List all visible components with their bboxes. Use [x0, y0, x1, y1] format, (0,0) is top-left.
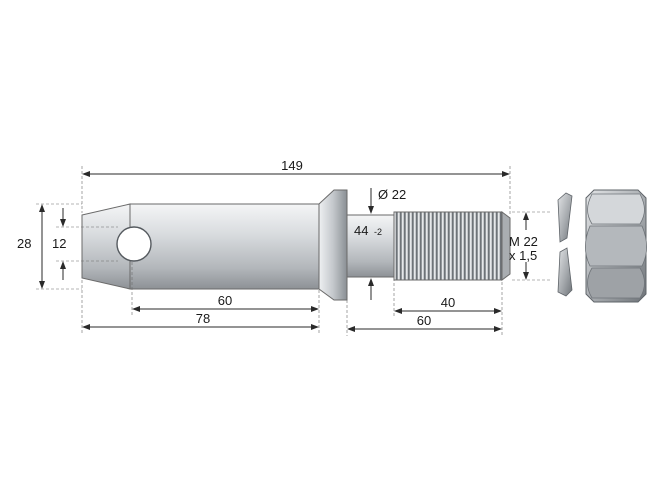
dim-shank-length-label: 78 — [196, 311, 210, 326]
dim-shank-length: 78 — [81, 280, 319, 334]
dim-thread: M 22 x 1,5 — [509, 211, 550, 281]
thread-section — [393, 211, 503, 281]
nut-lower-face — [587, 267, 645, 299]
nut-middle-face — [585, 225, 647, 267]
dim-thread-length-label: 40 — [441, 295, 455, 310]
spring-washer — [557, 192, 573, 297]
pin-collar-cone — [318, 189, 348, 301]
pin-shank — [129, 203, 320, 290]
pin-neck — [346, 214, 395, 278]
dim-shank-to-hole-label: 60 — [218, 293, 232, 308]
dim-threaded-end: 60 — [346, 300, 502, 336]
dim-hole-height-label: 12 — [52, 236, 66, 251]
dim-shank-to-hole: 60 — [131, 262, 320, 334]
hex-nut — [585, 189, 647, 303]
dim-thread-length: 40 — [393, 278, 503, 336]
washer-upper — [557, 192, 573, 243]
cross-hole — [116, 226, 152, 262]
dim-overall-length: 149 — [81, 158, 511, 216]
dim-hole-height: 12 — [52, 208, 118, 280]
dim-collar-length: 44 -2 — [354, 223, 382, 300]
dim-collar-length-label: 44 — [354, 223, 368, 238]
dim-thread-label-line2: x 1,5 — [509, 248, 537, 263]
dim-collar-diameter-label: Ø 22 — [378, 187, 406, 202]
thread-end-chamfer — [501, 211, 511, 281]
pin-body — [81, 189, 511, 301]
dim-overall-length-label: 149 — [281, 158, 303, 173]
washer-lower — [557, 247, 573, 297]
dim-collar-diameter: Ø 22 — [368, 187, 406, 214]
dim-threaded-end-label: 60 — [417, 313, 431, 328]
dim-head-height-label: 28 — [17, 236, 31, 251]
nut-upper-face — [587, 193, 645, 225]
dim-head-height: 28 — [17, 203, 82, 290]
dim-thread-label-line1: M 22 — [509, 234, 538, 249]
dim-collar-length-tolerance: -2 — [374, 227, 382, 237]
